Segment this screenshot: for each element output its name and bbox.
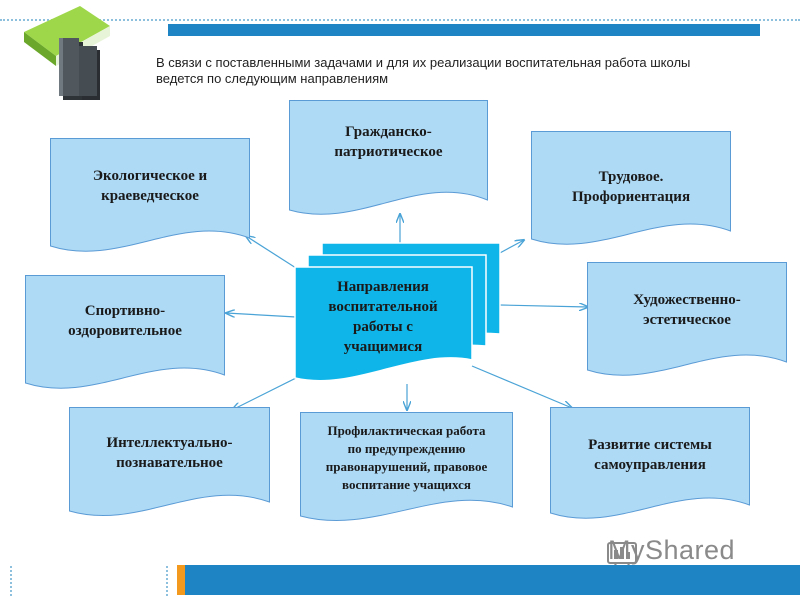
bottom-accent-bar: [185, 565, 800, 595]
arrow-to-labor: [497, 240, 524, 255]
intellect-line-1: Интеллектуально-: [106, 435, 233, 451]
direction-civic: Гражданско-патриотическое: [289, 100, 488, 220]
ecology-line-2: краеведческое: [101, 188, 199, 204]
intellect-line-2: познавательное: [116, 455, 223, 471]
prevention-line-2: по предупреждению: [347, 441, 466, 456]
sport-line-2: оздоровительное: [68, 323, 182, 339]
bottom-accent-orange: [177, 565, 185, 595]
arrow-to-art: [499, 305, 588, 307]
direction-labor: Трудовое. Профориентация: [531, 131, 731, 251]
direction-sport: Спортивно-оздоровительное: [25, 275, 225, 395]
top-accent-bar: [168, 24, 760, 36]
myshared-watermark: MyShared: [608, 535, 736, 565]
civic-line-2: патриотическое: [334, 144, 443, 160]
civic-line-1: Гражданско-: [345, 124, 432, 140]
intro-line-2: ведется по следующим направлениям: [156, 71, 389, 86]
central-line-3: работы с: [353, 319, 413, 335]
bottom-dotted-rule-mid: [166, 566, 168, 596]
ecology-line-1: Экологическое и: [92, 168, 208, 184]
arrow-to-ecology: [246, 236, 297, 269]
sport-line-1: Спортивно-: [84, 303, 166, 319]
art-line-1: Художественно-: [633, 292, 741, 308]
prevention-line-1: Профилактическая работа: [327, 423, 486, 438]
books-icon: [24, 6, 110, 100]
prevention-line-3: правонарушений, правовое: [325, 459, 488, 474]
central-direction-box: Направления воспитательной работы с учащ…: [294, 242, 502, 392]
selfgov-line-2: самоуправления: [594, 457, 706, 473]
bottom-dotted-rule-left: [10, 566, 12, 596]
central-line-2: воспитательной: [328, 299, 438, 315]
intro-text: В связи с поставленными задачами и для и…: [156, 55, 756, 87]
central-line-1: Направления: [337, 279, 429, 295]
central-line-4: учащимися: [343, 339, 423, 355]
arrow-to-selfgov: [471, 365, 572, 408]
labor-line-2: Профориентация: [571, 189, 691, 205]
direction-art: Художественно-эстетическое: [587, 262, 787, 382]
labor-line-1: Трудовое.: [598, 169, 664, 185]
top-dotted-rule: [0, 19, 800, 21]
intro-line-1: В связи с поставленными задачами и для и…: [156, 55, 691, 70]
direction-selfgov: Развитие системы самоуправления: [550, 407, 750, 525]
direction-prevention: Профилактическая работа по предупреждени…: [300, 412, 513, 527]
prevention-line-4: воспитание учащихся: [342, 477, 471, 492]
arrow-to-sport: [226, 313, 297, 318]
art-line-2: эстетическое: [643, 312, 731, 328]
selfgov-line-1: Развитие системы: [588, 437, 712, 453]
direction-intellect: Интеллектуально-познавательное: [69, 407, 270, 522]
arrow-to-intellect: [232, 376, 299, 410]
direction-ecology: Экологическое и краеведческое: [50, 138, 250, 258]
